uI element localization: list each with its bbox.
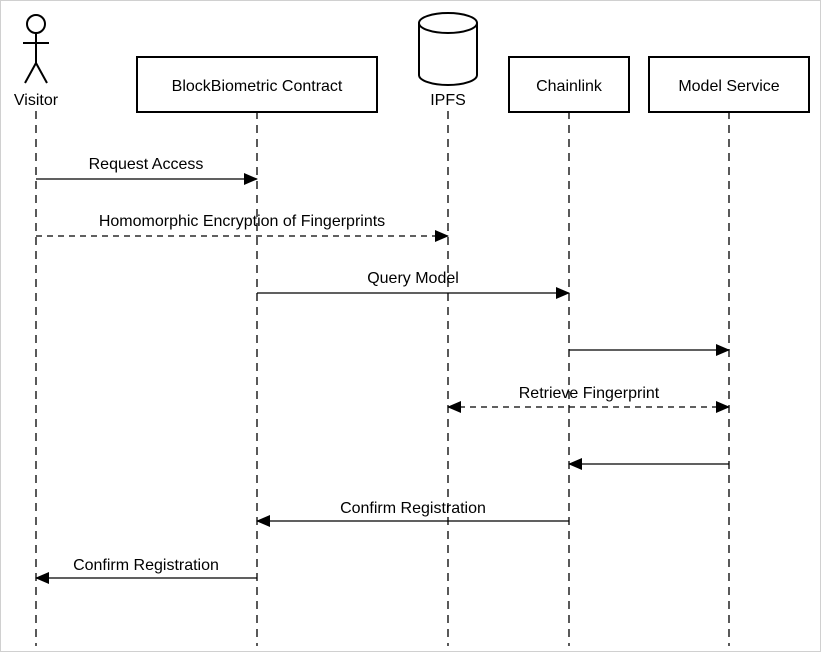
- message-confirm-registration-contract: Confirm Registration: [256, 500, 569, 527]
- message-label: Homomorphic Encryption of Fingerprints: [99, 213, 385, 230]
- participant-contract: BlockBiometric Contract: [136, 56, 378, 113]
- participant-model: Model Service: [648, 56, 810, 113]
- participant-label-chainlink: Chainlink: [536, 78, 603, 95]
- message-request-access: Request Access: [36, 156, 258, 185]
- actor-right-leg: [35, 62, 48, 84]
- message-label: Request Access: [89, 156, 204, 173]
- participant-label-ipfs: IPFS: [430, 92, 466, 109]
- message-confirm-registration-visitor: Confirm Registration: [35, 557, 257, 584]
- database-icon: [418, 23, 478, 86]
- actor-left-leg: [24, 62, 37, 84]
- participant-chainlink: Chainlink: [508, 56, 630, 113]
- message-retrieve-fingerprint: Retrieve Fingerprint: [447, 385, 730, 413]
- message-label: Query Model: [367, 270, 459, 287]
- participant-box-chainlink: [508, 56, 630, 113]
- message-label: Retrieve Fingerprint: [519, 385, 660, 402]
- participant-label-visitor: Visitor: [14, 92, 59, 109]
- message-label: Confirm Registration: [340, 500, 486, 517]
- participant-label-model: Model Service: [678, 78, 779, 95]
- participant-ipfs: IPFS: [418, 12, 478, 109]
- actor-head: [26, 14, 46, 34]
- message-homomorphic-encryption: Homomorphic Encryption of Fingerprints: [36, 213, 449, 242]
- message-query-model: Query Model: [257, 270, 570, 299]
- participant-box-model: [648, 56, 810, 113]
- database-top: [418, 12, 478, 34]
- message-label: Confirm Registration: [73, 557, 219, 574]
- actor-visitor: Visitor: [14, 14, 59, 109]
- participant-box-contract: [136, 56, 378, 113]
- participant-label-contract: BlockBiometric Contract: [172, 78, 343, 95]
